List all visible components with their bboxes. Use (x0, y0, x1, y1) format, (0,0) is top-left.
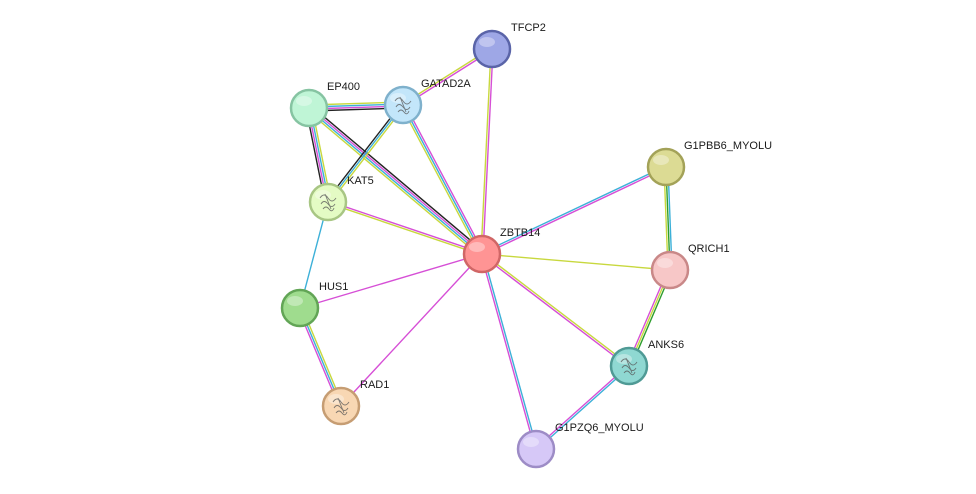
edge-strand (480, 48, 492, 254)
protein-structure-icon (332, 397, 350, 416)
edge-strand (480, 254, 629, 368)
edge-strand (310, 105, 485, 253)
protein-structure-icon (394, 96, 412, 115)
edge-gatad2a-kat5 (325, 103, 406, 204)
node-ep400[interactable]: EP400 (289, 81, 360, 128)
node-circle[interactable] (472, 29, 512, 69)
structure-trace (332, 397, 350, 416)
node-qrich1[interactable]: QRICH1 (650, 243, 730, 290)
node-gatad2a[interactable]: GATAD2A (383, 78, 471, 125)
edge-strand (340, 253, 483, 407)
structure-trace (394, 96, 412, 115)
edge-strand (534, 364, 629, 449)
node-circle[interactable] (516, 429, 556, 469)
edge-zbtb14-hus1 (299, 253, 483, 309)
node-label: GATAD2A (421, 78, 471, 90)
edge-strand (327, 104, 404, 203)
edge-strand (325, 103, 402, 202)
node-rad1[interactable]: RAD1 (321, 379, 389, 426)
edge-strand (329, 105, 406, 204)
edge-anks6-g1pzq6-myolu (534, 364, 631, 451)
node-hus1[interactable]: HUS1 (280, 281, 348, 328)
node-highlight (657, 258, 673, 268)
node-label: QRICH1 (688, 243, 730, 255)
node-highlight (469, 242, 485, 252)
node-circle[interactable] (646, 147, 686, 187)
edge-strand (402, 104, 483, 255)
structure-trace (620, 357, 638, 376)
edge-strand (404, 103, 485, 254)
node-label: G1PBB6_MYOLU (684, 140, 772, 152)
node-label: TFCP2 (511, 22, 546, 34)
protein-structure-icon (319, 193, 337, 212)
edge-zbtb14-anks6 (480, 252, 631, 368)
edge-zbtb14-tfcp2 (480, 48, 494, 255)
node-g1pzq6-myolu[interactable]: G1PZQ6_MYOLU (516, 422, 644, 469)
edge-strand (309, 106, 484, 254)
edge-strand (482, 167, 667, 256)
edge-strand (482, 253, 538, 449)
node-circle[interactable] (462, 234, 502, 274)
edge-strand (481, 253, 671, 271)
protein-structure-icon (620, 357, 638, 376)
edge-zbtb14-rad1 (340, 253, 483, 407)
edge-strand (307, 108, 482, 256)
edge-zbtb14-kat5 (327, 200, 483, 256)
edge-strand (482, 49, 494, 255)
edge-zbtb14-g1pbb6-myolu (481, 165, 667, 256)
edge-strand (482, 252, 631, 366)
node-kat5[interactable]: KAT5 (308, 175, 374, 222)
node-label: HUS1 (319, 281, 348, 293)
node-zbtb14[interactable]: ZBTB14 (462, 227, 540, 274)
edge-strand (536, 366, 631, 451)
node-label: ZBTB14 (500, 227, 540, 239)
node-highlight (296, 96, 312, 106)
node-highlight (523, 437, 539, 447)
edge-strand (481, 165, 666, 254)
edge-strand (306, 109, 481, 257)
edge-strand (299, 253, 483, 309)
node-label: KAT5 (347, 175, 374, 187)
edge-zbtb14-gatad2a (400, 103, 485, 256)
edge-zbtb14-qrich1 (481, 253, 671, 271)
node-tfcp2[interactable]: TFCP2 (472, 22, 546, 69)
node-circle[interactable] (289, 88, 329, 128)
node-circle[interactable] (650, 250, 690, 290)
edge-strand (400, 105, 481, 256)
edge-strand (328, 200, 483, 254)
node-label: EP400 (327, 81, 360, 93)
edge-strand (480, 254, 536, 450)
node-highlight (287, 296, 303, 306)
node-label: G1PZQ6_MYOLU (555, 422, 644, 434)
edge-strand (327, 202, 482, 256)
node-label: ANKS6 (648, 339, 684, 351)
structure-trace (319, 193, 337, 212)
edge-zbtb14-g1pzq6-myolu (480, 253, 538, 450)
node-circle[interactable] (280, 288, 320, 328)
node-highlight (479, 37, 495, 47)
node-anks6[interactable]: ANKS6 (609, 339, 684, 386)
edge-zbtb14-ep400 (306, 105, 485, 257)
node-highlight (653, 155, 669, 165)
node-g1pbb6-myolu[interactable]: G1PBB6_MYOLU (646, 140, 772, 187)
node-label: RAD1 (360, 379, 389, 391)
